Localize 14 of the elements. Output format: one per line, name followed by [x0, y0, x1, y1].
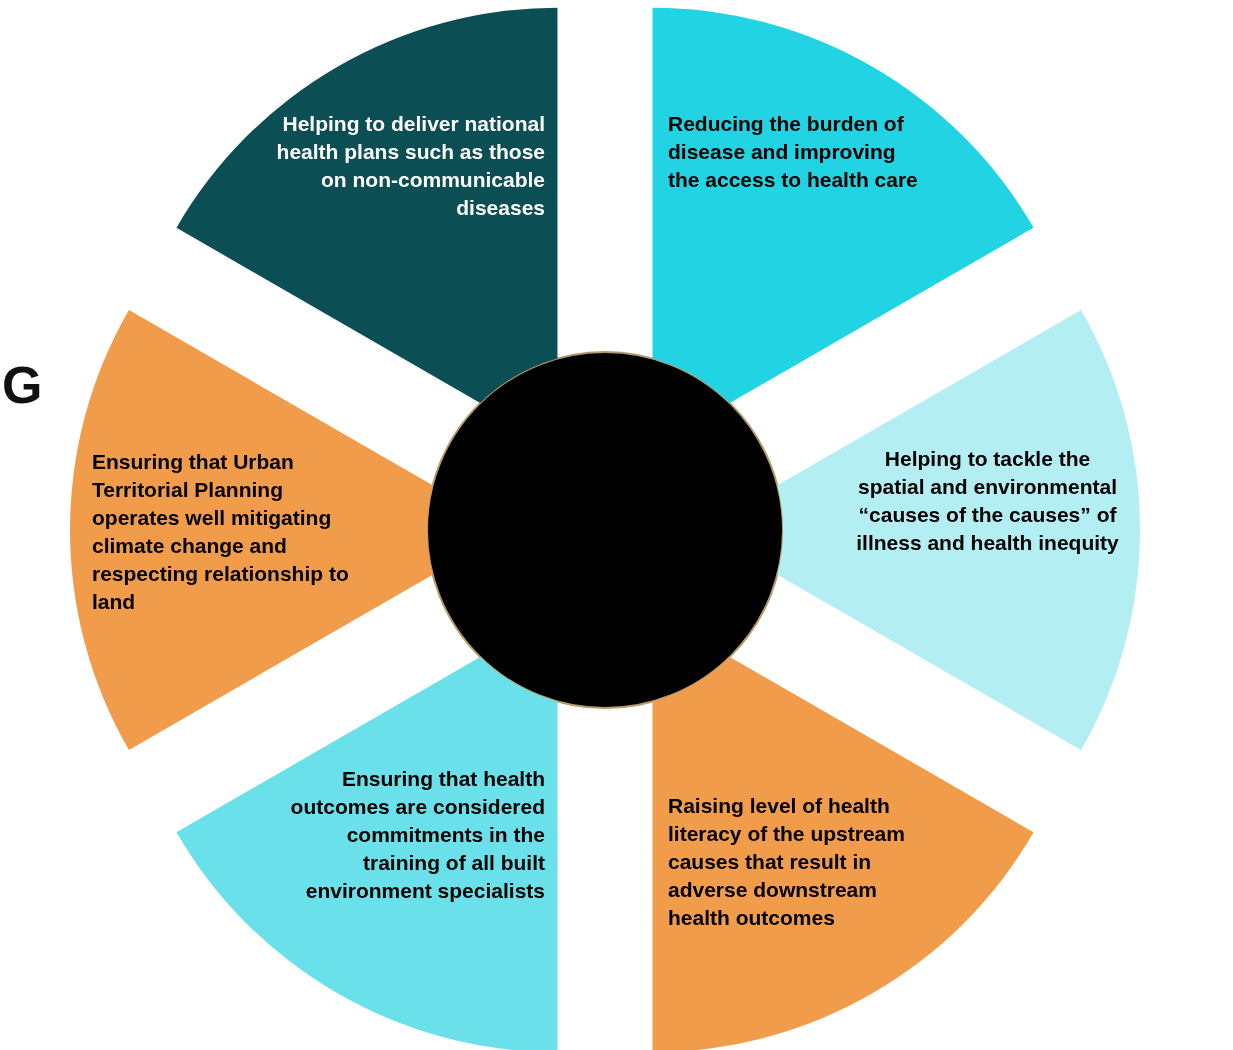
segment-text: Ensuring that health outcomes are considered commitments in the training of all built environment specialists	[289, 766, 545, 904]
heading-fragment: G	[2, 355, 43, 415]
segment-text: Helping to deliver national health plans such as those on non-communicable diseases	[275, 111, 545, 221]
wheel-segment	[777, 310, 1140, 750]
segment-text: Reducing the burden of disease and improving the access to health care	[668, 111, 919, 193]
wheel-segment	[176, 7, 558, 404]
center-circle	[426, 351, 784, 709]
wheel-segment	[652, 7, 1034, 404]
wheel-segment	[652, 656, 1034, 1050]
wheel-segment	[176, 656, 558, 1050]
segment-text: Helping to tackle the spatial and environmental “causes of the causes” of illness and health inequity	[855, 446, 1120, 556]
wheel-segment	[70, 310, 433, 750]
segment-text: Raising level of health literacy of the upstream causes that result in adverse downstream health outcomes	[668, 793, 906, 931]
segment-text: Ensuring that Urban Territorial Planning operates well mitigating climate change and respecting relationship to land	[92, 449, 350, 615]
